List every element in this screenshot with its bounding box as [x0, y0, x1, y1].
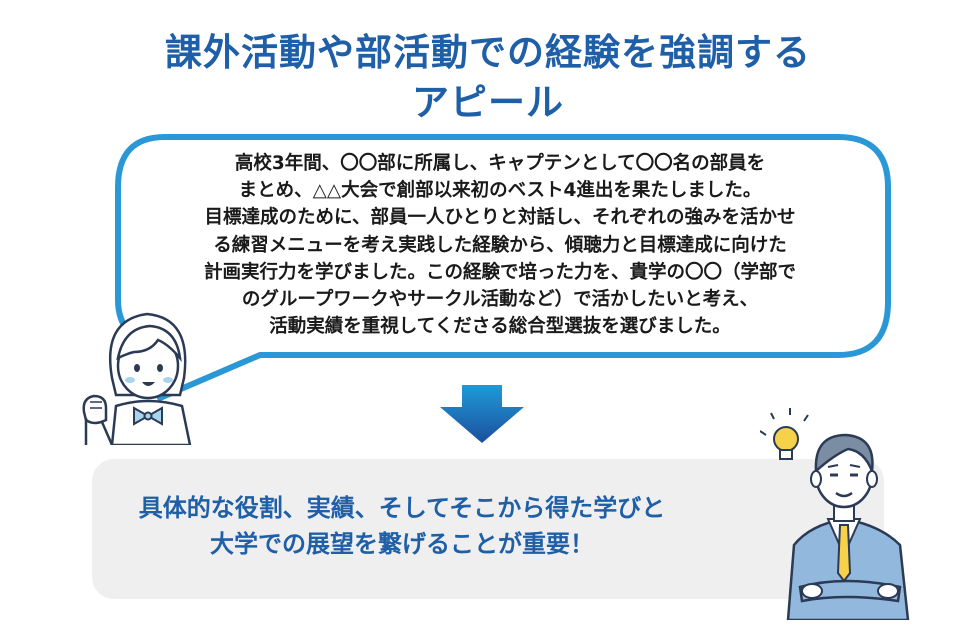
speech-bubble-text: 高校3年間、〇〇部に所属し、キャプテンとして〇〇名の部員を まとめ、△△大会で創… — [135, 150, 865, 340]
down-arrow-icon — [440, 385, 524, 443]
page-title: 課外活動や部活動での経験を強調する アピール — [0, 28, 976, 128]
bubble-line: 目標達成のために、部員一人ひとりと対話し、それぞれの強みを活かせ — [204, 207, 796, 229]
conclusion-line-2: 大学での展望を繋げることが重要！ — [210, 530, 594, 558]
bubble-line: まとめ、△△大会で創部以来初のベスト4進出を果たしました。 — [238, 180, 762, 202]
title-line-2: アピール — [412, 81, 564, 124]
bubble-line: る練習メニューを考え実践した経験から、傾聴力と目標達成に向けた — [213, 234, 787, 256]
conclusion-line-1: 具体的な役割、実績、そしてそこから得た学びと — [138, 494, 666, 522]
conclusion-box — [92, 459, 884, 599]
title-line-1: 課外活動や部活動での経験を強調する — [165, 31, 811, 74]
bubble-line: のグループワークやサークル活動など）で活かしたいと考え、 — [241, 289, 759, 311]
conclusion-text: 具体的な役割、実績、そしてそこから得た学びと 大学での展望を繋げることが重要！ — [92, 490, 712, 562]
bubble-line: 活動実績を重視してくださる総合型選抜を選びました。 — [269, 316, 731, 338]
lightbulb-icon — [760, 408, 809, 460]
bubble-line: 計画実行力を学びました。この経験で培った力を、貴学の〇〇（学部で — [203, 261, 796, 283]
student-girl-illustration — [82, 312, 192, 445]
bubble-line: 高校3年間、〇〇部に所属し、キャプテンとして〇〇名の部員を — [234, 153, 766, 174]
businessman-illustration — [760, 408, 910, 620]
